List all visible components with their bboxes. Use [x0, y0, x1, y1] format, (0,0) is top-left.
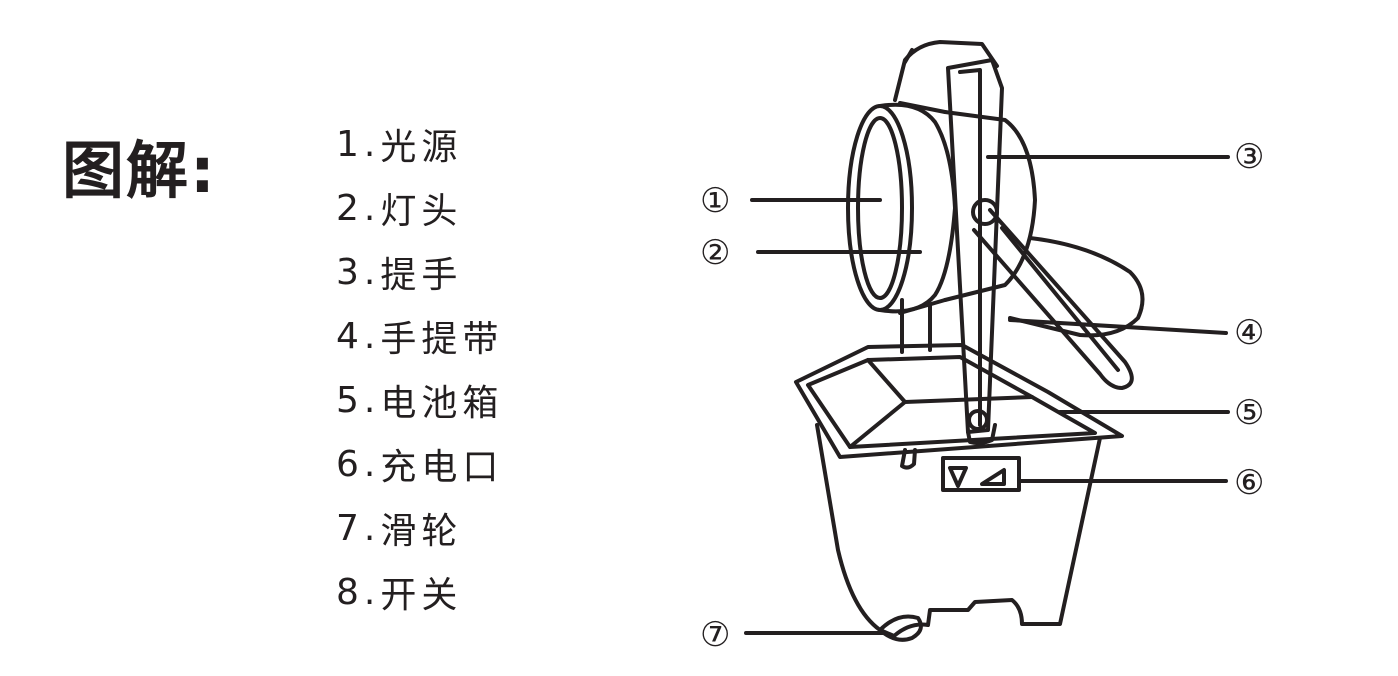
carry-strap	[972, 208, 1145, 390]
legend-item-1: 1.光源	[336, 112, 503, 176]
callout-7: ⑦	[700, 615, 730, 655]
legend-number: 5.	[336, 379, 381, 421]
battery-box	[794, 343, 1124, 638]
leader-lines	[744, 155, 1230, 635]
legend-number: 1.	[336, 123, 381, 165]
callout-1: ①	[700, 181, 730, 221]
lamp-head	[846, 40, 1037, 354]
legend-item-4: 4.手提带	[336, 304, 503, 368]
legend-number: 8.	[336, 571, 381, 613]
callout-5: ⑤	[1234, 393, 1264, 433]
legend-label: 开关	[380, 575, 463, 616]
carry-handle	[946, 58, 1004, 446]
legend-number: 6.	[336, 443, 381, 485]
legend-label: 滑轮	[380, 511, 463, 552]
callout-6: ⑥	[1234, 463, 1264, 503]
legend-number: 7.	[336, 507, 381, 549]
legend-label: 光源	[380, 127, 463, 168]
legend-item-5: 5.电池箱	[336, 368, 503, 432]
pulley-wheel	[878, 614, 923, 642]
legend-number: 3.	[336, 251, 381, 293]
legend-label: 灯头	[380, 191, 463, 232]
legend-number: 2.	[336, 187, 381, 229]
legend-item-7: 7.滑轮	[336, 496, 503, 560]
legend-number: 4.	[336, 315, 381, 357]
legend-item-3: 3.提手	[336, 240, 503, 304]
leader-line-4	[1008, 318, 1228, 335]
charging-port	[941, 456, 1228, 492]
legend-label: 手提带	[380, 319, 504, 360]
callout-2: ②	[700, 233, 730, 273]
diagram-title: 图解:	[62, 134, 217, 207]
callout-4: ④	[1234, 313, 1264, 353]
legend-item-6: 6.充电口	[336, 432, 503, 496]
legend-label: 电池箱	[380, 383, 504, 424]
legend-label: 充电口	[380, 447, 504, 488]
legend-item-2: 2.灯头	[336, 176, 503, 240]
parts-legend: 1.光源 2.灯头 3.提手 4.手提带 5.电池箱 6.充电口 7.滑轮 8.…	[336, 112, 503, 624]
legend-label: 提手	[380, 255, 463, 296]
legend-item-8: 8.开关	[336, 560, 503, 624]
callout-3: ③	[1234, 137, 1264, 177]
